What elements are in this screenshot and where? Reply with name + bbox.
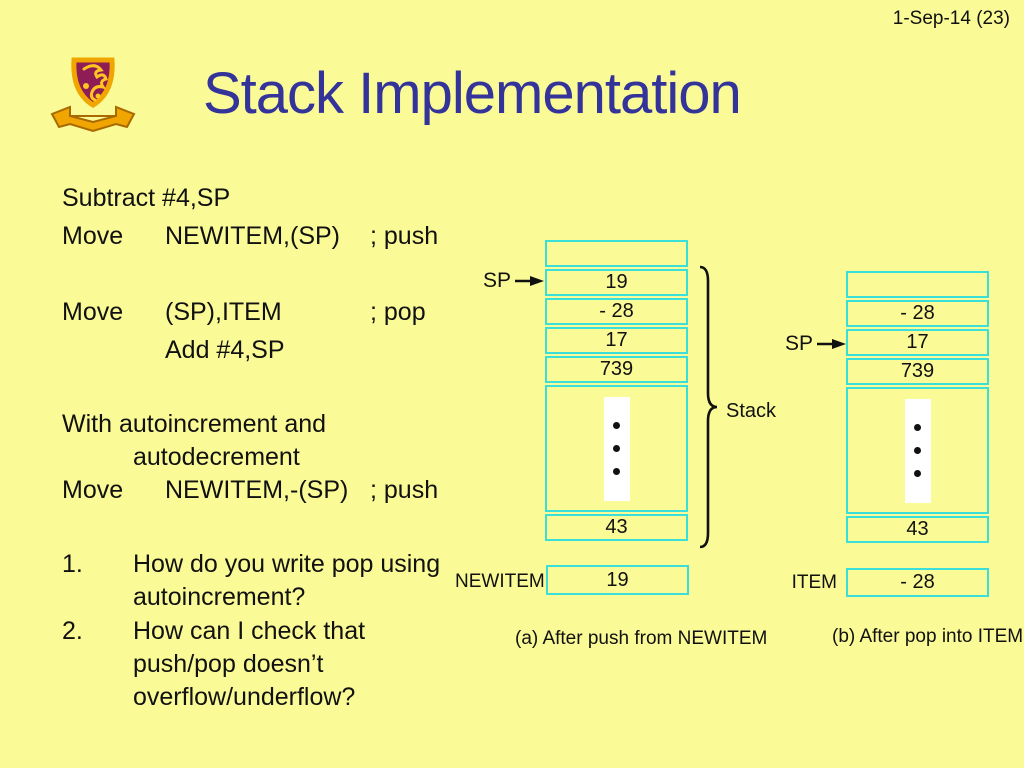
list-text: autoincrement? [133, 583, 306, 611]
stack-b-cell: 17 [846, 329, 989, 356]
code-arg: (SP),ITEM [165, 298, 282, 326]
ellipsis-dot [914, 424, 921, 431]
stack-a-cell: 43 [545, 514, 688, 541]
stack-b: - 28 17 739 43 [846, 271, 989, 545]
ellipsis-stripe [904, 398, 931, 503]
ellipsis-dot [613, 422, 620, 429]
code-op: Move [62, 222, 124, 250]
stack-brace [699, 265, 718, 549]
code-text: With autoincrement and [62, 410, 327, 438]
code-op: Move [62, 476, 124, 504]
list-text: overflow/underflow? [133, 683, 356, 711]
stack-b-cell: 739 [846, 358, 989, 385]
page-title: Stack Implementation [203, 61, 742, 126]
ellipsis-dot [914, 470, 921, 477]
item-register-box: - 28 [846, 568, 989, 597]
sp-label: SP [483, 269, 512, 292]
ellipsis-dot [613, 445, 620, 452]
code-comment: ; push [370, 222, 439, 250]
ellipsis-dot [613, 468, 620, 475]
newitem-register-box: 19 [546, 565, 689, 595]
arrow-right-icon [515, 276, 545, 286]
sp-pointer-a: SP [483, 269, 545, 293]
stack-b-cell-empty [846, 271, 989, 298]
arrow-right-icon [817, 339, 847, 349]
stack-a-cell: 17 [545, 327, 688, 354]
code-op: Move [62, 298, 124, 326]
sp-label: SP [785, 332, 814, 355]
list-number: 2. [62, 617, 83, 645]
code-text: autodecrement [133, 443, 300, 471]
sp-pointer-b: SP [785, 332, 847, 356]
stack-b-cell-ellipsis [846, 387, 989, 514]
caption-b: (b) After pop into ITEM [832, 626, 1024, 647]
slide-date: 1-Sep-14 (23) [892, 8, 1010, 29]
stack-brace-label: Stack [726, 400, 777, 422]
stack-a-cell-ellipsis [545, 385, 688, 512]
list-text: push/pop doesn’t [133, 650, 324, 678]
ellipsis-dot [914, 447, 921, 454]
ellipsis-stripe [603, 396, 630, 501]
code-block: Subtract #4,SP Move NEWITEM,(SP) ; push … [62, 184, 502, 724]
stack-a: 19 - 28 17 739 43 [545, 240, 688, 543]
cuhk-crest-logo [50, 57, 136, 133]
caption-a: (a) After push from NEWITEM [515, 628, 768, 649]
stack-a-cell: 19 [545, 269, 688, 296]
code-comment: ; pop [370, 298, 426, 326]
newitem-label: NEWITEM [455, 571, 545, 592]
list-text: How can I check that [133, 617, 366, 645]
item-label: ITEM [791, 572, 837, 593]
stack-b-cell: - 28 [846, 300, 989, 327]
list-text: How do you write pop using [133, 550, 441, 578]
code-arg: NEWITEM,(SP) [165, 222, 340, 250]
stack-b-cell: 43 [846, 516, 989, 543]
code-text: Add #4,SP [165, 336, 285, 364]
list-number: 1. [62, 550, 83, 578]
stack-a-cell-empty [545, 240, 688, 267]
stack-a-cell: 739 [545, 356, 688, 383]
code-arg: NEWITEM,-(SP) [165, 476, 349, 504]
code-comment: ; push [370, 476, 439, 504]
code-text: Subtract #4,SP [62, 184, 231, 212]
stack-a-cell: - 28 [545, 298, 688, 325]
